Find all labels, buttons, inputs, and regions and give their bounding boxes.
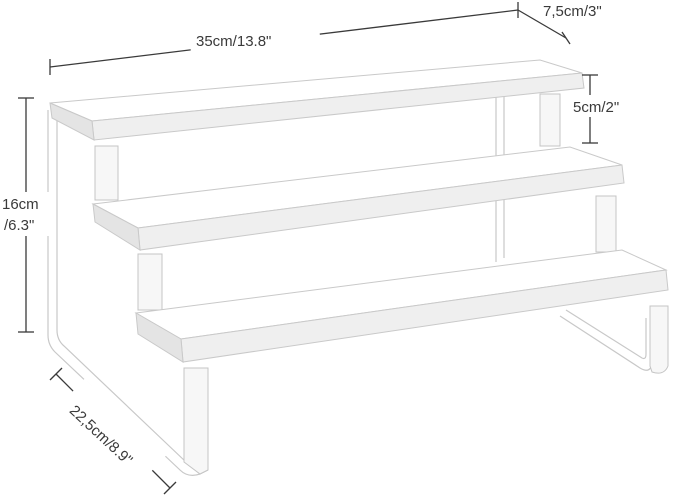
step-height-dimension: 5cm/2" [570, 74, 640, 144]
depth-side-dimension: 22,5cm/8.9" [49, 367, 177, 495]
middle-shelf [91, 146, 625, 251]
height-dimension: 16cm /6.3" [0, 97, 52, 333]
height-label-line1: 16cm [2, 196, 39, 213]
bottom-shelf [134, 249, 669, 363]
height-label-line2: /6.3" [4, 217, 34, 234]
depth-top-dimension: 7,5cm/3" [517, 3, 602, 45]
left-metal-frame [47, 110, 209, 476]
top-shelf [49, 59, 585, 141]
right-metal-frame [495, 88, 669, 374]
width-label: 35cm/13.8" [196, 33, 271, 50]
depth-top-label: 7,5cm/3" [543, 3, 602, 20]
width-dimension: 35cm/13.8" [49, 2, 519, 75]
step-height-label: 5cm/2" [573, 99, 619, 116]
